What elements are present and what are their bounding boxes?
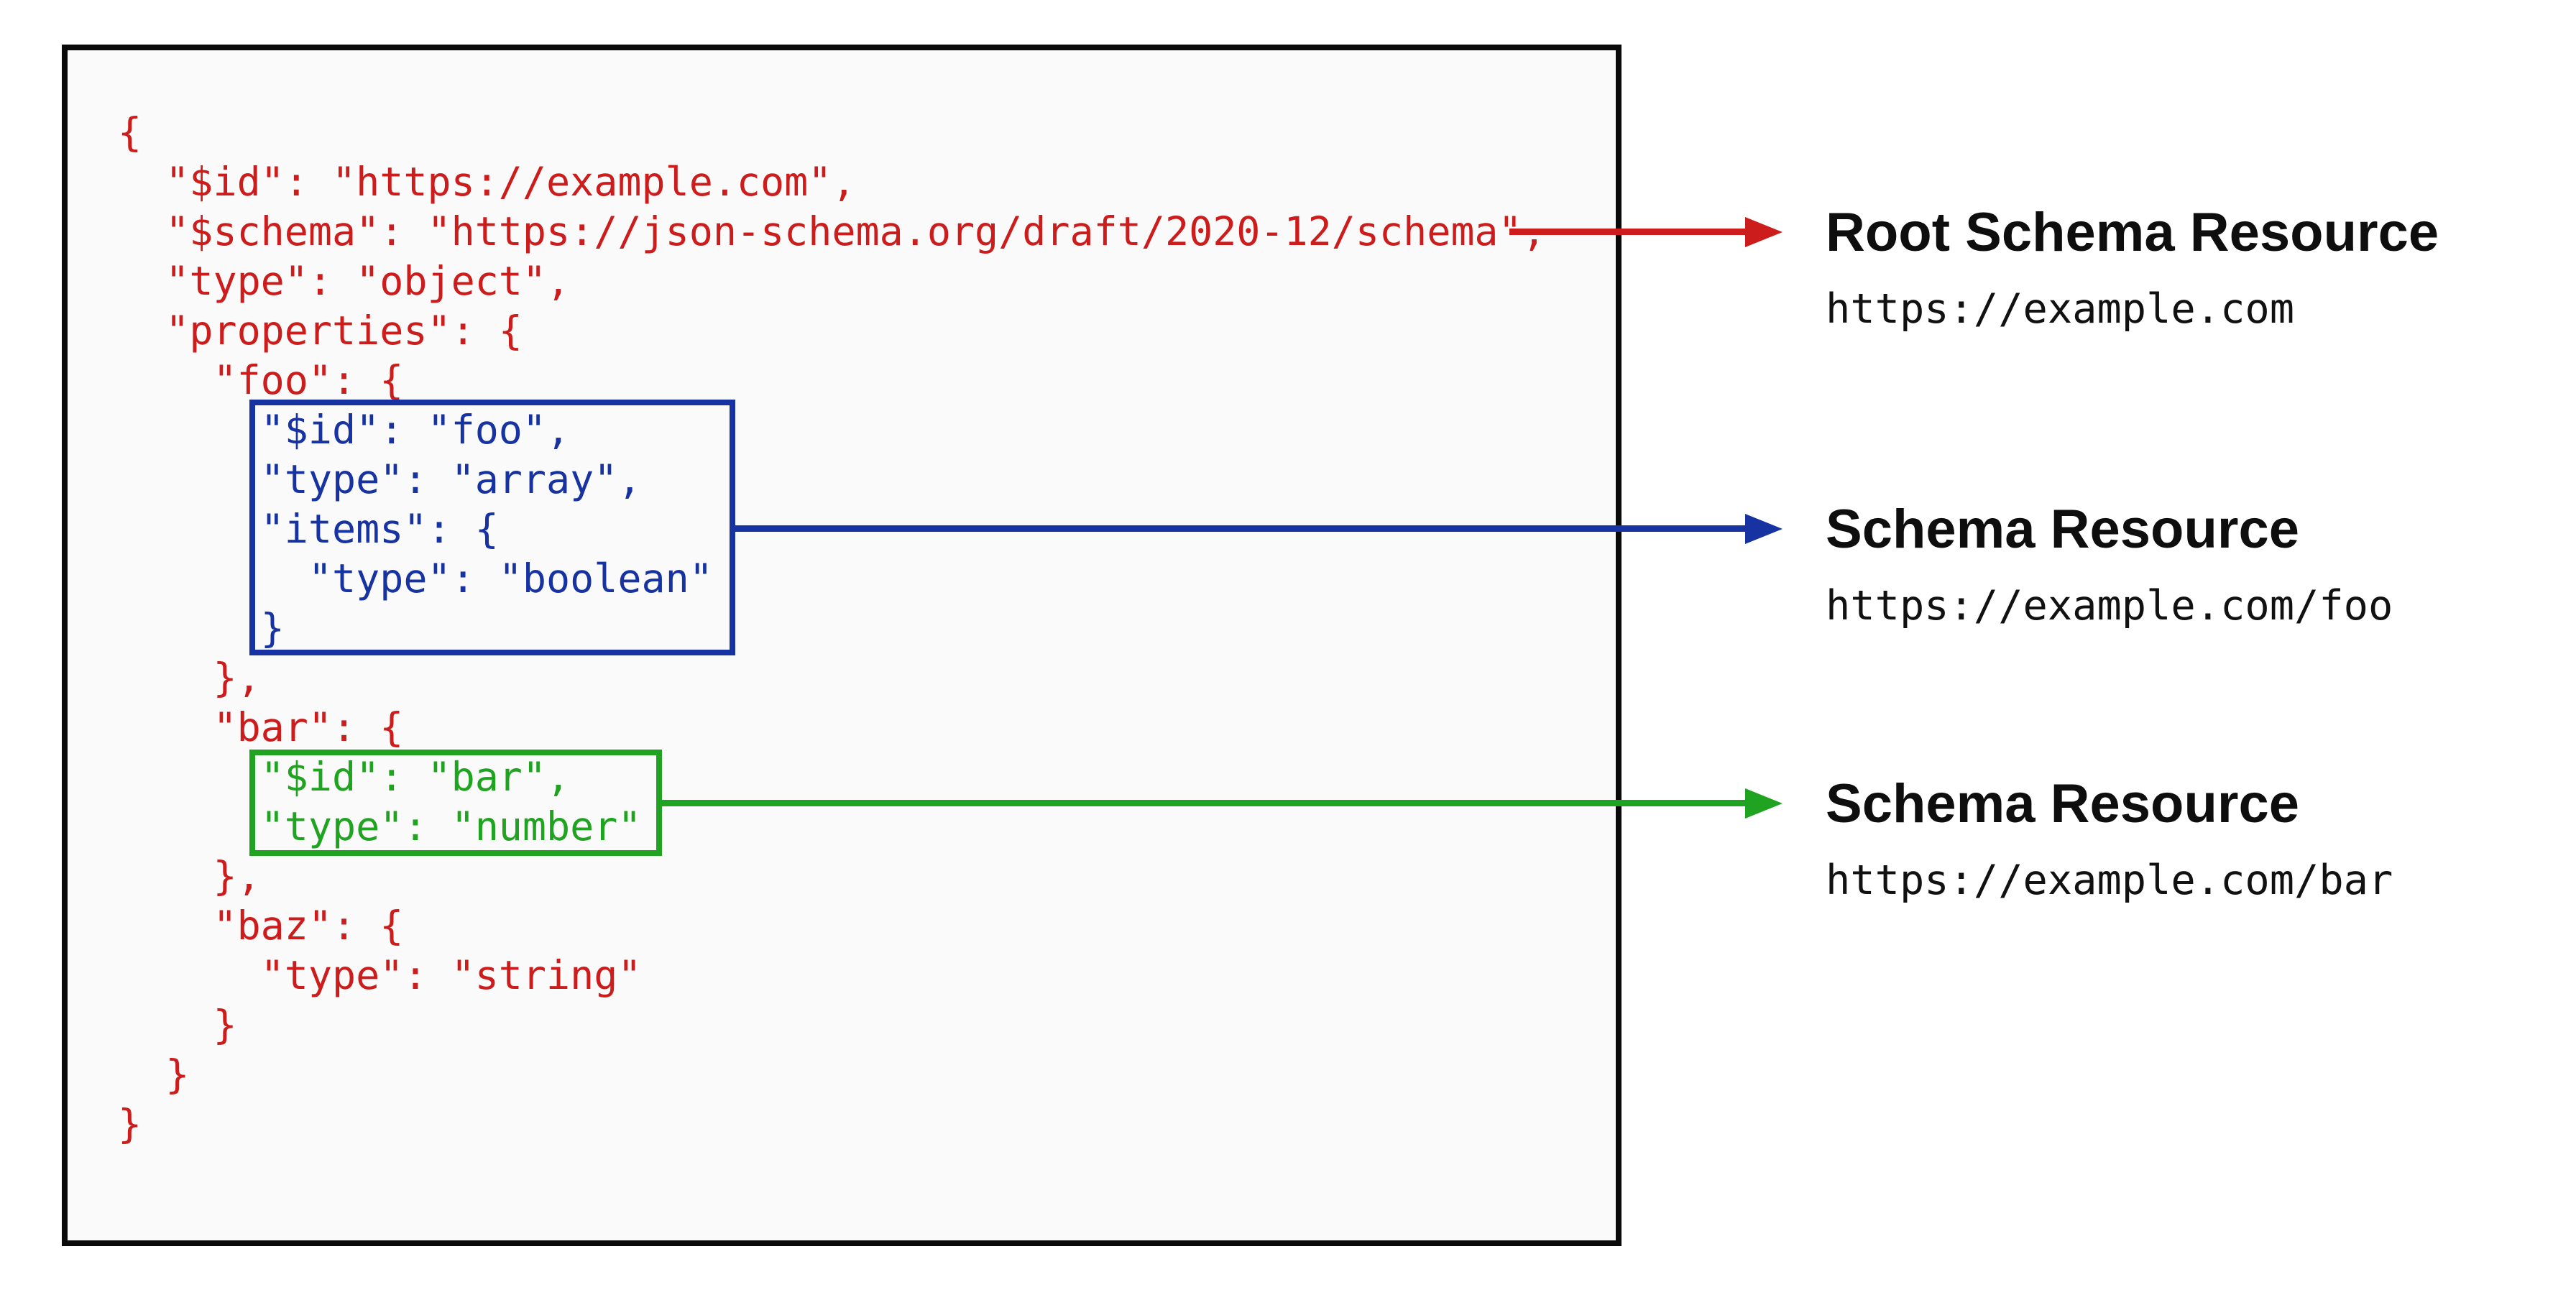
code-line: "properties": { xyxy=(118,308,523,354)
bar-schema-arrow-head-icon xyxy=(1745,788,1782,819)
annotation-title: Root Schema Resource xyxy=(1826,202,2439,263)
code-line: "baz": { xyxy=(118,903,404,949)
code-line: }, xyxy=(118,655,261,701)
code-line: "type": "object", xyxy=(118,258,571,304)
bar-schema-arrow-line xyxy=(662,800,1745,806)
annotation-url: https://example.com xyxy=(1826,285,2295,333)
code-line: "bar": { xyxy=(118,704,404,750)
code-line: "$id": "foo", xyxy=(118,407,571,453)
annotation-title: Schema Resource xyxy=(1826,773,2299,834)
code-line: "$id": "bar", xyxy=(118,754,571,800)
json-schema-code: { "$id": "https://example.com", "$schema… xyxy=(118,108,1546,1149)
code-line: } xyxy=(118,1002,237,1048)
code-line: "$id": "https://example.com", xyxy=(118,159,856,205)
code-line: { xyxy=(118,109,142,155)
foo-schema-arrow-line xyxy=(735,525,1745,532)
code-line: }, xyxy=(118,853,261,899)
root-schema-arrow-line xyxy=(1509,229,1747,235)
code-line: "type": "string" xyxy=(118,952,642,998)
bar-schema-annotation: Schema Resource https://example.com/bar xyxy=(1826,773,2393,904)
code-line: "items": { xyxy=(118,506,499,552)
code-line: } xyxy=(118,1101,142,1147)
code-line: "foo": { xyxy=(118,357,404,403)
root-schema-annotation: Root Schema Resource https://example.com xyxy=(1826,202,2439,333)
code-line: "type": "boolean" xyxy=(118,556,713,602)
code-line: "type": "number" xyxy=(118,803,642,849)
code-line: } xyxy=(118,1051,190,1097)
root-schema-arrow-head-icon xyxy=(1745,217,1782,247)
code-line: } xyxy=(118,605,285,651)
foo-schema-arrow-head-icon xyxy=(1745,514,1782,544)
code-line: "type": "array", xyxy=(118,456,642,502)
foo-schema-annotation: Schema Resource https://example.com/foo xyxy=(1826,499,2393,630)
schema-code-panel: { "$id": "https://example.com", "$schema… xyxy=(62,45,1622,1246)
code-line: "$schema": "https://json-schema.org/draf… xyxy=(118,208,1546,254)
annotation-url: https://example.com/bar xyxy=(1826,857,2393,904)
annotation-title: Schema Resource xyxy=(1826,499,2299,560)
annotation-url: https://example.com/foo xyxy=(1826,582,2393,630)
